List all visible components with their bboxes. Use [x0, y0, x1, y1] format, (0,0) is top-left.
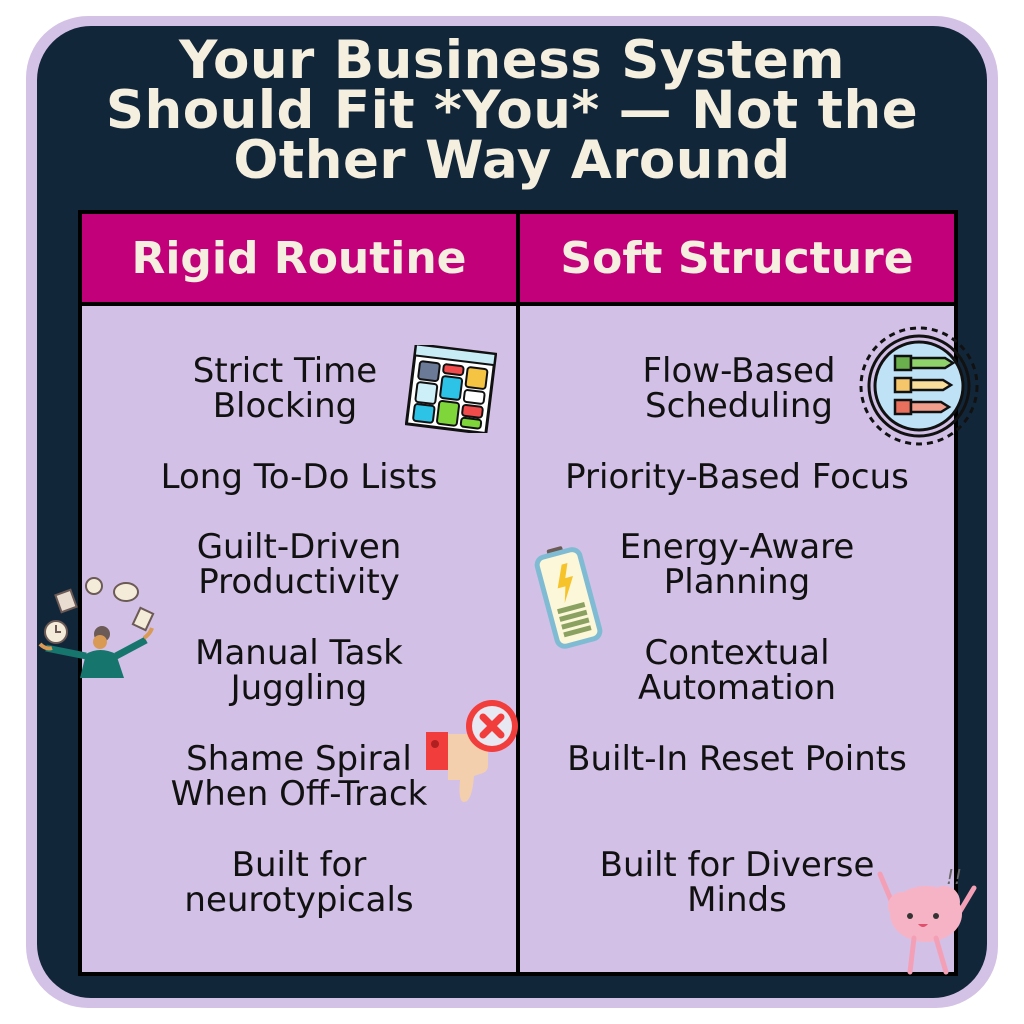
item-text: Blocking [212, 386, 358, 426]
list-item: Priority-Based Focus [520, 460, 954, 495]
list-item: Built for neurotypicals [82, 848, 516, 918]
item-text: Built for Diverse [599, 845, 875, 885]
thumbs-down-reject-icon [426, 700, 518, 802]
list-item: Contextual Automation [520, 636, 954, 706]
list-item: Guilt-Driven Productivity [82, 530, 516, 600]
item-text: Juggling [230, 668, 368, 708]
page-title: Your Business System Should Fit *You* — … [37, 30, 987, 191]
list-item: Strict Time Blocking [68, 354, 502, 424]
juggling-person-icon [38, 577, 155, 678]
item-text: Strict Time [192, 351, 378, 391]
column-header: Rigid Routine [82, 214, 516, 302]
item-text: Productivity [198, 562, 400, 602]
battery-charging-icon [534, 546, 603, 649]
title-line-3: Other Way Around [233, 130, 791, 191]
item-text: Planning [663, 562, 811, 602]
list-item: Manual Task Juggling [82, 636, 516, 706]
column-rigid-routine: Rigid Routine Strict Time Blocking Long … [82, 214, 516, 972]
item-text: Automation [637, 668, 837, 708]
item-text: Minds [687, 880, 787, 920]
column-body: Strict Time Blocking Long To-Do Lists Gu… [82, 306, 516, 972]
column-header: Soft Structure [520, 214, 954, 302]
svg-text:!!: !! [946, 865, 962, 889]
item-text: Shame Spiral [186, 739, 412, 779]
item-text: Energy-Aware [619, 527, 855, 567]
list-item: Shame Spiral When Off-Track [82, 742, 516, 812]
title-line-1: Your Business System [178, 30, 846, 91]
list-item: Long To-Do Lists [82, 460, 516, 495]
item-text: neurotypicals [184, 880, 414, 920]
priority-list-icon [859, 326, 979, 446]
item-text: Contextual [644, 633, 830, 673]
happy-brain-icon: !! [877, 865, 977, 975]
item-text: Priority-Based Focus [565, 457, 909, 497]
item-text: When Off-Track [170, 774, 428, 814]
item-text: Long To-Do Lists [160, 457, 438, 497]
list-item: Built-In Reset Points [520, 742, 954, 777]
item-text: Built-In Reset Points [567, 739, 907, 779]
kanban-board-icon [405, 345, 497, 433]
comparison-table: Rigid Routine Strict Time Blocking Long … [78, 210, 958, 976]
list-item: Flow-Based Scheduling [522, 354, 956, 424]
title-line-2: Should Fit *You* — Not the [105, 80, 919, 141]
item-text: Built for [231, 845, 367, 885]
item-text: Manual Task [195, 633, 403, 673]
item-text: Flow-Based [642, 351, 836, 391]
list-item: Built for Diverse Minds [520, 848, 954, 918]
item-text: Guilt-Driven [196, 527, 402, 567]
item-text: Scheduling [645, 386, 833, 426]
list-item: Energy-Aware Planning [520, 530, 954, 600]
